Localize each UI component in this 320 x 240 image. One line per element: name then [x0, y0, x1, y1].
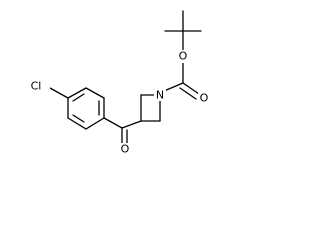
- carbamate-carbonyl-oxygen-label: O: [200, 92, 209, 105]
- bond-aryl-6: [85, 117, 105, 130]
- molecule-drawing: O O N O Cl: [22, 10, 210, 156]
- bond-aryl-3: [67, 87, 87, 99]
- bond-aryl-chlorine: [49, 87, 69, 99]
- bond-aryl-inner-2: [72, 93, 85, 102]
- bond-carbonyl-nitrogen: [163, 82, 184, 92]
- bond-carbonyl-oxygen-b: [179, 87, 197, 100]
- bond-aryl-5: [67, 117, 87, 130]
- ester-oxygen-label: O: [179, 50, 188, 63]
- bond-carbonyl-oxygen-a: [182, 82, 200, 95]
- label-mask-ketone-oxygen: [119, 143, 131, 156]
- label-mask-chlorine: [22, 79, 50, 92]
- azetidine-nitrogen-label: N: [156, 89, 164, 102]
- boc-carbamate: [163, 62, 200, 100]
- bond-ring-ketone-carbon: [121, 120, 142, 129]
- chlorophenyl-ring: [49, 87, 105, 130]
- bond-ketone-aryl: [103, 117, 123, 129]
- azetidine-ring: [140, 94, 161, 122]
- tert-butyl-group: [164, 10, 202, 51]
- label-mask-nitrogen: [154, 88, 166, 101]
- bond-aryl-2: [85, 87, 105, 99]
- structure-diagram: O O N O Cl: [22, 10, 210, 156]
- label-mask-carbonyl-oxygen: [198, 92, 210, 105]
- chlorine-label: Cl: [31, 80, 42, 93]
- bond-aryl-inner-3: [72, 114, 85, 123]
- ketone-oxygen-label: O: [121, 143, 130, 156]
- ketone-linker: [103, 117, 142, 144]
- label-mask-ester-oxygen: [177, 50, 189, 63]
